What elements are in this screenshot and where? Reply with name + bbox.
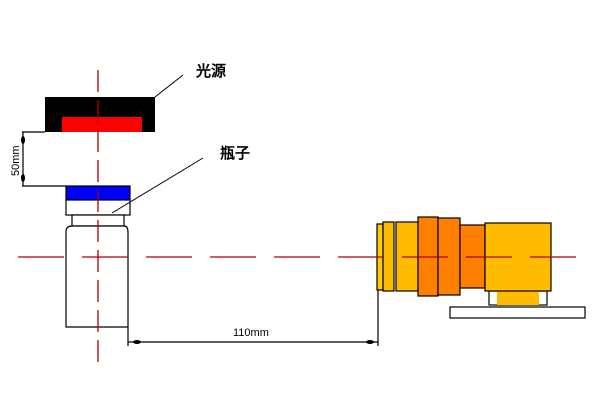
light-emitter bbox=[62, 117, 142, 132]
bottle-leader bbox=[111, 157, 204, 214]
vertical-distance-label: 50mm bbox=[10, 145, 22, 176]
light-source-label: 光源 bbox=[195, 62, 226, 80]
bottle-label: 瓶子 bbox=[220, 144, 250, 162]
vertical-dimension bbox=[22, 131, 66, 187]
arrow-head bbox=[21, 136, 25, 144]
light-source bbox=[45, 97, 155, 132]
arrow-head bbox=[21, 174, 25, 182]
horizontal-dimension bbox=[127, 290, 379, 346]
lens-ring bbox=[382, 221, 395, 292]
camera bbox=[376, 216, 586, 319]
horizontal-distance-label: 110mm bbox=[233, 327, 269, 339]
arrow-head bbox=[366, 340, 374, 344]
arrow-head bbox=[133, 340, 141, 344]
camera-base-plate bbox=[449, 306, 586, 319]
bottle-body bbox=[65, 225, 129, 328]
light-source-leader bbox=[154, 74, 184, 98]
